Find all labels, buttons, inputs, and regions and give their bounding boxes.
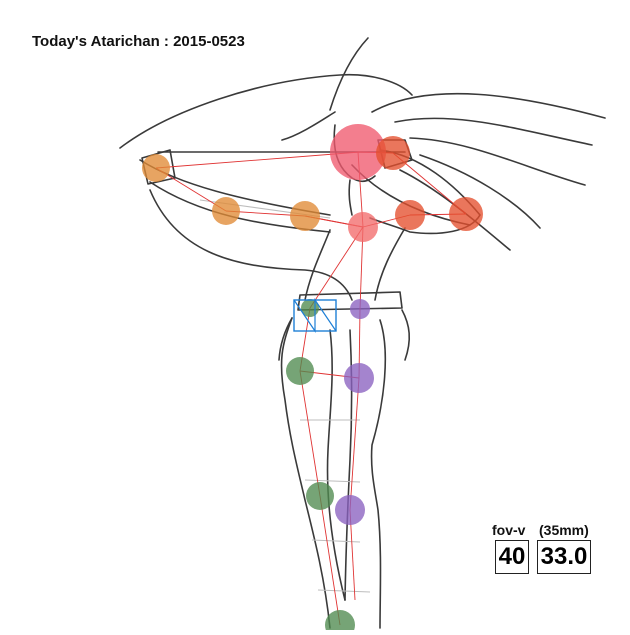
pelvis-selection-widget[interactable] (293, 298, 337, 333)
joint-right-hip[interactable] (350, 299, 370, 319)
lens-label: (35mm) (539, 522, 589, 538)
rig-bone (309, 226, 364, 309)
joint-left-elbow[interactable] (212, 197, 240, 225)
joint-left-toe[interactable] (325, 610, 355, 635)
fov-label: fov-v (492, 522, 526, 538)
joint-bow-hand[interactable] (142, 154, 170, 182)
bow (119, 73, 413, 149)
lens-value-box[interactable]: 33.0 (537, 540, 591, 574)
right-leg-outer (370, 319, 387, 629)
hair-flow-1 (371, 92, 606, 119)
rig-joints (142, 124, 483, 635)
guide-stroke-4 (311, 539, 361, 543)
rig-bone (155, 151, 361, 169)
page-title: Today's Atarichan : 2015-0523 (32, 33, 245, 50)
joint-right-elbow[interactable] (449, 197, 483, 231)
hair-flow-3 (409, 137, 586, 186)
neck (348, 179, 353, 216)
bow-lower (149, 189, 353, 301)
joint-right-shoulder[interactable] (395, 200, 425, 230)
belt (297, 291, 403, 311)
joint-left-knee[interactable] (286, 357, 314, 385)
skirt-left (278, 317, 293, 361)
joint-chest[interactable] (348, 212, 378, 242)
joint-right-ankle[interactable] (335, 495, 365, 525)
left-leg-outer (280, 317, 331, 629)
rig-bone (349, 377, 360, 511)
torso-right (374, 227, 406, 301)
rig-bone (319, 495, 341, 626)
rig-bone (299, 370, 321, 497)
hair-flow-2 (394, 117, 593, 146)
joint-right-hand[interactable] (376, 136, 410, 170)
joint-left-shoulder[interactable] (290, 201, 320, 231)
left-leg-inner (326, 329, 346, 601)
joint-head[interactable] (330, 124, 386, 180)
guide-stroke-5 (317, 589, 371, 593)
guide-stroke-3 (304, 479, 361, 483)
torso-left (304, 229, 331, 301)
fov-value-box[interactable]: 40 (495, 540, 529, 574)
hair-top (329, 37, 369, 111)
rig-bone (349, 509, 356, 601)
skirt-right (401, 309, 411, 361)
hair-strand (281, 111, 336, 141)
joint-right-knee[interactable] (344, 363, 374, 393)
hair-flow-4 (419, 154, 541, 229)
joint-left-ankle[interactable] (306, 482, 334, 510)
